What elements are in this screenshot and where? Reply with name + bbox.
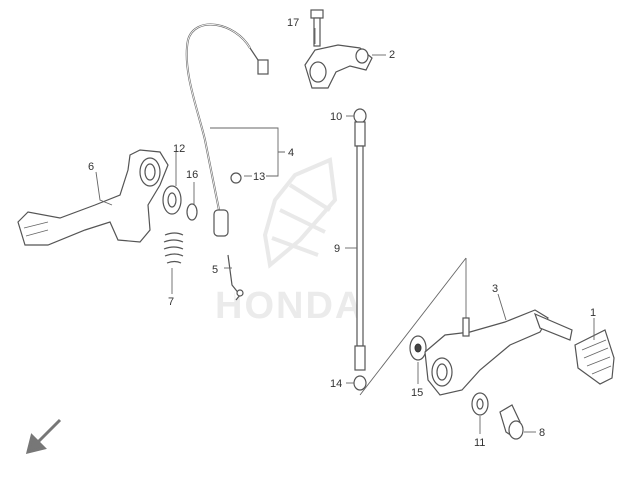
callout-16: 16 bbox=[186, 169, 198, 181]
assembly-leader-right bbox=[359, 257, 467, 396]
part-12-washer bbox=[162, 185, 182, 215]
front-arrow-icon bbox=[25, 418, 62, 455]
callout-10: 10 bbox=[330, 111, 342, 123]
part-16-clip bbox=[186, 203, 198, 221]
callout-14: 14 bbox=[330, 378, 342, 390]
part-13-clip bbox=[230, 172, 242, 184]
callout-labels: 2 6 12 16 7 4 13 5 17 10 9 14 3 1 15 11 … bbox=[88, 17, 596, 449]
callout-7: 7 bbox=[168, 296, 174, 308]
callout-13: 13 bbox=[253, 171, 265, 183]
part-14-joint bbox=[353, 345, 367, 391]
callout-6: 6 bbox=[88, 161, 94, 173]
part-8-bolt bbox=[499, 404, 524, 440]
callout-8: 8 bbox=[539, 427, 545, 439]
part-6-pedal bbox=[17, 149, 169, 246]
part-5-spring bbox=[227, 254, 244, 301]
callout-15: 15 bbox=[411, 387, 423, 399]
part-2-arm bbox=[304, 44, 373, 89]
part-4-switch-cable bbox=[185, 23, 269, 237]
callout-5: 5 bbox=[212, 264, 218, 276]
part-15-washer bbox=[409, 335, 427, 361]
part-9-rod bbox=[356, 145, 364, 347]
callout-3: 3 bbox=[492, 283, 498, 295]
part-11-washer bbox=[471, 392, 489, 416]
callout-17: 17 bbox=[287, 17, 299, 29]
part-7-spring bbox=[163, 232, 184, 264]
callout-9: 9 bbox=[334, 243, 340, 255]
callout-11: 11 bbox=[474, 437, 485, 449]
callout-1: 1 bbox=[590, 307, 596, 319]
part-1-rubber bbox=[574, 329, 615, 385]
callout-12: 12 bbox=[173, 143, 185, 155]
part-17-bolt bbox=[310, 9, 324, 47]
part-3-pedal bbox=[424, 309, 573, 396]
callout-leaders bbox=[95, 28, 595, 434]
honda-watermark: HONDA bbox=[215, 157, 362, 327]
part-10-joint bbox=[353, 108, 367, 147]
callout-4: 4 bbox=[288, 147, 294, 159]
callout-2: 2 bbox=[389, 49, 395, 61]
